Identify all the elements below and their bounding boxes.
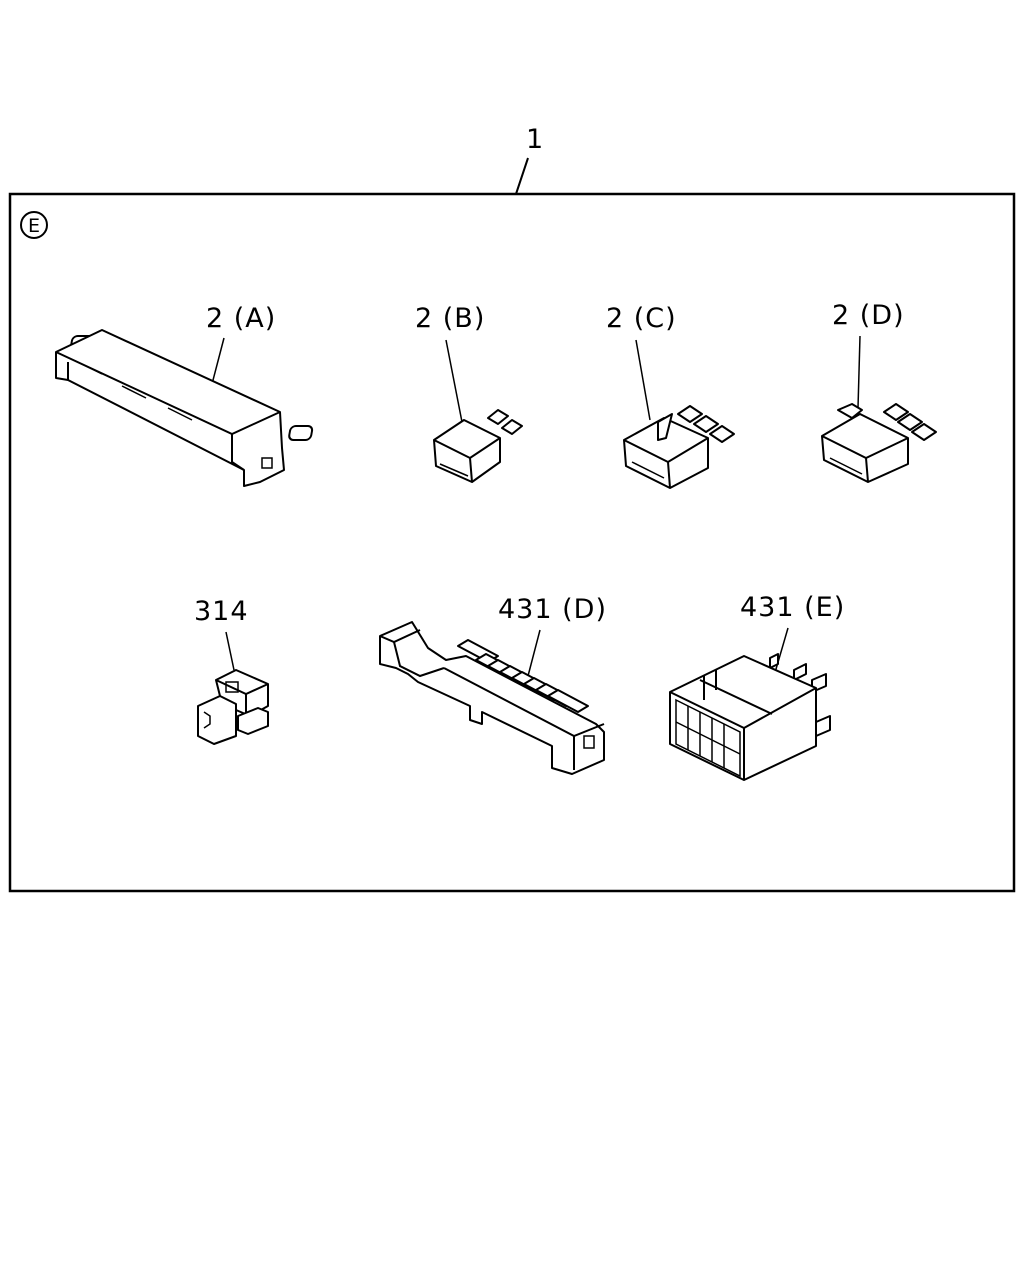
part-2c-label: 2 (C) <box>606 303 677 334</box>
part-2d-body <box>821 413 909 483</box>
part-431e-label: 431 (E) <box>740 592 845 623</box>
part-2d-leader <box>857 335 861 409</box>
part-2a-leader <box>211 337 225 385</box>
part-431d-leader <box>527 629 541 677</box>
part-2b-leader <box>445 339 463 423</box>
part-2a-body <box>55 329 285 487</box>
part-314[interactable]: 314 <box>194 596 269 745</box>
part-2b[interactable]: 2 (B) <box>415 303 523 483</box>
part-2b-label: 2 (B) <box>415 303 485 334</box>
assembly-label: 1 <box>526 124 544 155</box>
part-2a-label: 2 (A) <box>206 303 276 334</box>
part-2d[interactable]: 2 (D) <box>821 300 937 483</box>
part-431d[interactable]: 431 (D) <box>379 594 607 775</box>
part-431e-cavities <box>675 698 741 778</box>
part-2c[interactable]: 2 (C) <box>606 303 735 489</box>
assembly-frame <box>8 192 1016 893</box>
part-2a[interactable]: 2 (A) <box>55 303 314 487</box>
part-2d-label: 2 (D) <box>832 300 905 331</box>
part-431d-label: 431 (D) <box>498 594 607 625</box>
part-431d-body <box>379 621 605 775</box>
part-431e-leader <box>773 627 789 677</box>
view-marker: E <box>20 211 48 239</box>
part-431d-pins <box>457 639 589 713</box>
part-2c-leader <box>635 339 651 421</box>
view-marker-letter: E <box>28 215 40 237</box>
part-314-leader <box>225 631 235 671</box>
part-2b-body <box>433 419 501 483</box>
part-431e[interactable]: 431 (E) <box>669 592 845 781</box>
part-431e-body <box>669 655 817 781</box>
assembly-leader-line <box>515 157 529 195</box>
part-314-label: 314 <box>194 596 249 627</box>
